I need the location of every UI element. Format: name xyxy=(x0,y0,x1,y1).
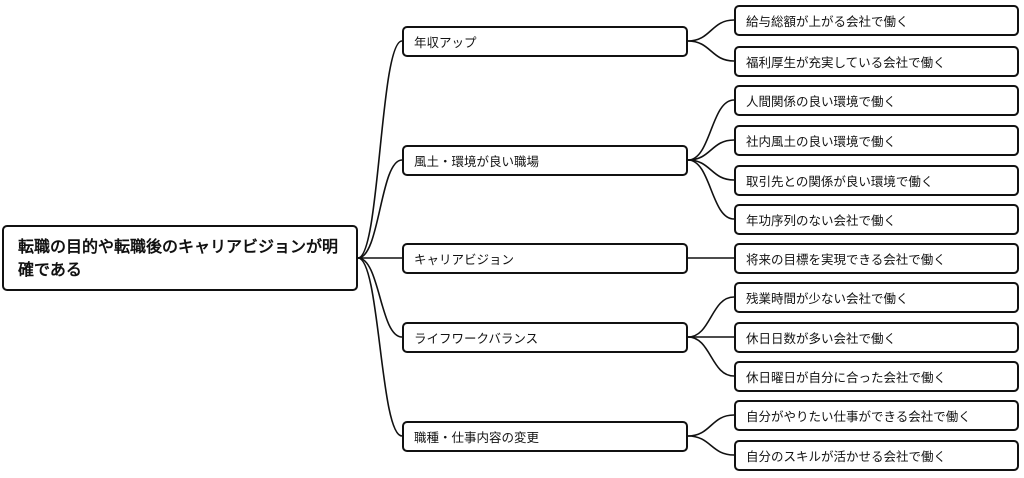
branch-to-leaf-line xyxy=(687,414,735,437)
branch-to-leaf-line xyxy=(687,19,735,42)
leaf-node[interactable]: 取引先との関係が良い環境で働く xyxy=(734,165,1019,196)
branch-label: キャリアビジョン xyxy=(414,252,515,267)
leaf-label: 社内風土の良い環境で働く xyxy=(746,134,897,149)
leaf-node[interactable]: 残業時間が少ない会社で働く xyxy=(734,282,1019,313)
root-to-branch-line xyxy=(357,40,403,259)
leaf-label: 取引先との関係が良い環境で働く xyxy=(746,174,934,189)
leaf-node[interactable]: 社内風土の良い環境で働く xyxy=(734,125,1019,156)
branch-to-leaf-line xyxy=(687,336,735,377)
leaf-label: 将来の目標を実現できる会社で働く xyxy=(746,252,946,267)
root-to-branch-line xyxy=(357,257,403,437)
branch-node-income-up[interactable]: 年収アップ xyxy=(402,26,688,57)
branch-to-leaf-line xyxy=(687,159,735,220)
branch-label: ライフワークバランス xyxy=(414,331,539,346)
branch-node-work-life-balance[interactable]: ライフワークバランス xyxy=(402,322,688,353)
branch-to-leaf-line xyxy=(687,99,735,161)
branch-label: 風土・環境が良い職場 xyxy=(414,154,540,169)
leaf-node[interactable]: 休日日数が多い会社で働く xyxy=(734,322,1019,353)
branch-to-leaf-line xyxy=(687,40,735,62)
leaf-label: 残業時間が少ない会社で働く xyxy=(746,291,909,306)
leaf-node[interactable]: 将来の目標を実現できる会社で働く xyxy=(734,243,1019,274)
root-to-branch-line xyxy=(357,257,403,338)
root-to-branch-line xyxy=(357,159,403,259)
leaf-node[interactable]: 自分がやりたい仕事ができる会社で働く xyxy=(734,400,1019,431)
leaf-node[interactable]: 福利厚生が充実している会社で働く xyxy=(734,46,1019,77)
leaf-node[interactable]: 年功序列のない会社で働く xyxy=(734,204,1019,235)
leaf-node[interactable]: 人間関係の良い環境で働く xyxy=(734,85,1019,116)
branch-node-workplace-environment[interactable]: 風土・環境が良い職場 xyxy=(402,145,688,176)
branch-label: 年収アップ xyxy=(414,35,477,50)
leaf-label: 自分のスキルが活かせる会社で働く xyxy=(746,449,947,464)
branch-to-leaf-line xyxy=(687,139,735,161)
leaf-label: 人間関係の良い環境で働く xyxy=(746,94,897,109)
branch-to-leaf-line xyxy=(687,435,735,456)
leaf-label: 自分がやりたい仕事ができる会社で働く xyxy=(746,409,971,424)
branch-node-job-change[interactable]: 職種・仕事内容の変更 xyxy=(402,421,688,452)
leaf-label: 福利厚生が充実している会社で働く xyxy=(746,55,946,70)
branch-to-leaf-line xyxy=(687,296,735,338)
leaf-label: 給与総額が上がる会社で働く xyxy=(746,14,909,29)
leaf-label: 休日曜日が自分に合った会社で働く xyxy=(746,370,947,385)
root-node[interactable]: 転職の目的や転職後のキャリアビジョンが明確である xyxy=(2,225,358,291)
leaf-label: 年功序列のない会社で働く xyxy=(746,213,897,228)
leaf-label: 休日日数が多い会社で働く xyxy=(746,331,897,346)
leaf-node[interactable]: 休日曜日が自分に合った会社で働く xyxy=(734,361,1019,392)
branch-node-career-vision[interactable]: キャリアビジョン xyxy=(402,243,688,274)
branch-label: 職種・仕事内容の変更 xyxy=(414,430,540,445)
root-node-label: 転職の目的や転職後のキャリアビジョンが明確である xyxy=(18,237,339,279)
leaf-node[interactable]: 給与総額が上がる会社で働く xyxy=(734,5,1019,36)
leaf-node[interactable]: 自分のスキルが活かせる会社で働く xyxy=(734,440,1019,471)
